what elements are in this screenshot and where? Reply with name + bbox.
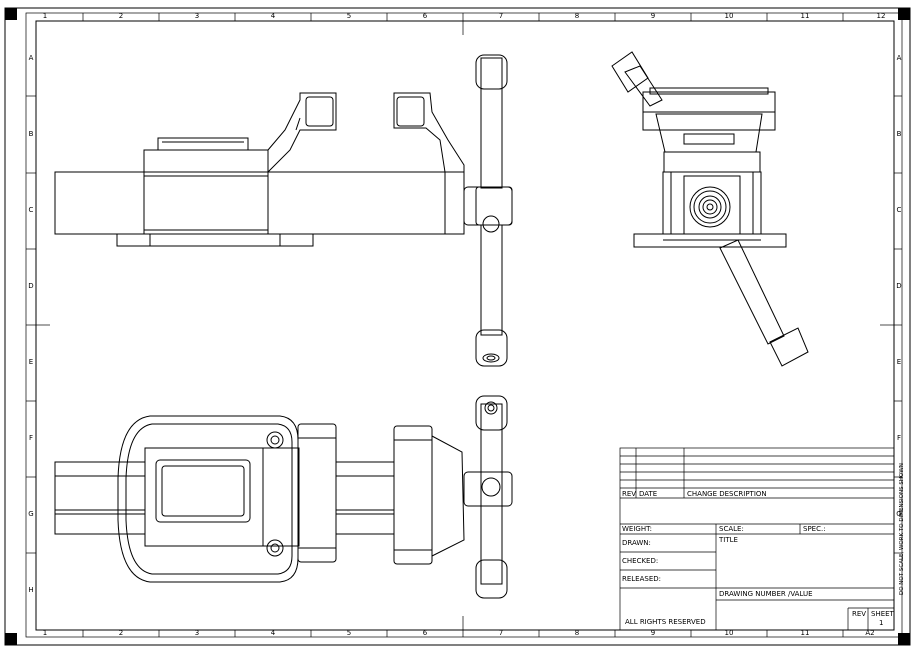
spec-field: SPEC.: bbox=[803, 525, 826, 533]
zone-col-label: 7 bbox=[498, 12, 504, 20]
zone-col-label: 1 bbox=[42, 12, 48, 20]
checked-field: CHECKED: bbox=[622, 557, 659, 565]
zone-ticks bbox=[26, 13, 902, 637]
zone-col-label: 8 bbox=[574, 12, 580, 20]
sheet-size-label: A2 bbox=[865, 629, 875, 637]
zone-row-label: H bbox=[28, 586, 34, 594]
side-view bbox=[611, 51, 809, 367]
inner-frame bbox=[35, 20, 895, 631]
zone-row-label: E bbox=[28, 358, 34, 366]
scale-field: SCALE: bbox=[719, 525, 744, 533]
zone-row-label: A bbox=[896, 54, 902, 62]
date-column-header: DATE bbox=[639, 490, 658, 498]
outer-border bbox=[4, 7, 911, 646]
rev-label: REV bbox=[852, 610, 867, 618]
zone-row-label: G bbox=[896, 510, 902, 518]
zone-col-label: 3 bbox=[194, 629, 200, 637]
drawing-number-field: DRAWING NUMBER /VALUE bbox=[719, 590, 813, 598]
zone-strip-frame bbox=[25, 12, 903, 638]
zone-row-label: A bbox=[28, 54, 34, 62]
top-view bbox=[54, 395, 513, 599]
zone-row-label: E bbox=[896, 358, 902, 366]
zone-col-label: 9 bbox=[650, 12, 656, 20]
title-field: TITLE bbox=[719, 536, 738, 544]
zone-row-label: D bbox=[28, 282, 34, 290]
zone-row-label: B bbox=[28, 130, 34, 138]
zone-col-label: 6 bbox=[422, 12, 428, 20]
sheet-number: 1 bbox=[879, 619, 884, 627]
corner-mark bbox=[5, 8, 17, 20]
rev-column-header: REV bbox=[622, 490, 637, 498]
zone-col-label: 6 bbox=[422, 629, 428, 637]
sheet-label: SHEET bbox=[871, 610, 894, 618]
zone-col-label: 5 bbox=[346, 629, 352, 637]
zone-col-label: 7 bbox=[498, 629, 504, 637]
zone-row-label: G bbox=[28, 510, 34, 518]
released-field: RELEASED: bbox=[622, 575, 662, 583]
zone-col-label: 4 bbox=[270, 12, 276, 20]
zone-col-label: 9 bbox=[650, 629, 656, 637]
zone-col-label: 5 bbox=[346, 12, 352, 20]
zone-col-label: 3 bbox=[194, 12, 200, 20]
front-view bbox=[54, 54, 513, 367]
zone-col-label: 12 bbox=[876, 12, 886, 20]
corner-mark bbox=[898, 633, 910, 645]
zone-row-label: C bbox=[28, 206, 34, 214]
all-rights-reserved: ALL RIGHTS RESERVED bbox=[625, 618, 706, 626]
zone-col-label: 10 bbox=[724, 629, 734, 637]
zone-col-label: 4 bbox=[270, 629, 276, 637]
do-not-scale-note: DO NOT SCALE, WORK TO DIMENSIONS SHOWN bbox=[899, 463, 905, 595]
title-block bbox=[619, 447, 895, 631]
zone-col-label: 8 bbox=[574, 629, 580, 637]
zone-col-label: 10 bbox=[724, 12, 734, 20]
zone-row-label: C bbox=[896, 206, 902, 214]
zone-col-label: 11 bbox=[800, 12, 810, 20]
zone-col-label: 1 bbox=[42, 629, 48, 637]
corner-mark bbox=[5, 633, 17, 645]
zone-col-label: 2 bbox=[118, 629, 124, 637]
zone-row-label: B bbox=[896, 130, 902, 138]
zone-row-label: F bbox=[896, 434, 902, 442]
drawn-field: DRAWN: bbox=[622, 539, 651, 547]
weight-field: WEIGHT: bbox=[622, 525, 652, 533]
change-description-header: CHANGE DESCRIPTION bbox=[687, 490, 767, 498]
zone-row-label: D bbox=[896, 282, 902, 290]
zone-col-label: 2 bbox=[118, 12, 124, 20]
corner-mark bbox=[898, 8, 910, 20]
zone-row-label: F bbox=[28, 434, 34, 442]
zone-col-label: 11 bbox=[800, 629, 810, 637]
